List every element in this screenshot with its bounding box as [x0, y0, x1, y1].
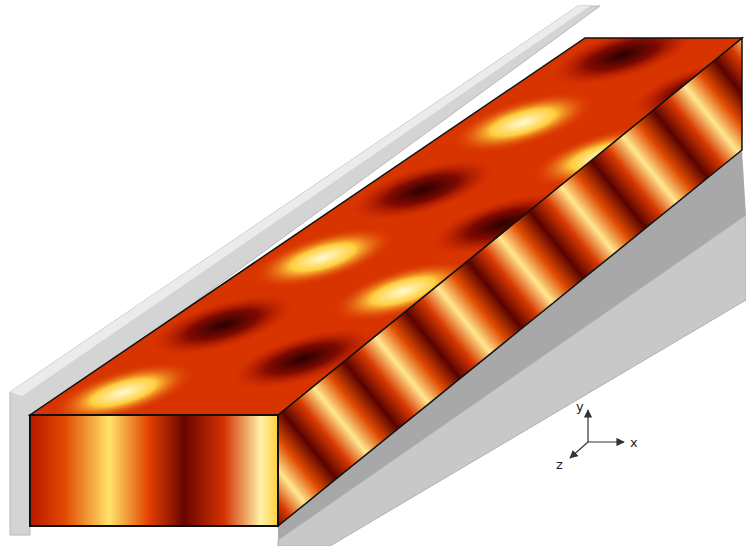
axis-label: y [576, 400, 584, 413]
axis-label: z [556, 458, 563, 471]
axis-label: x [630, 436, 638, 449]
